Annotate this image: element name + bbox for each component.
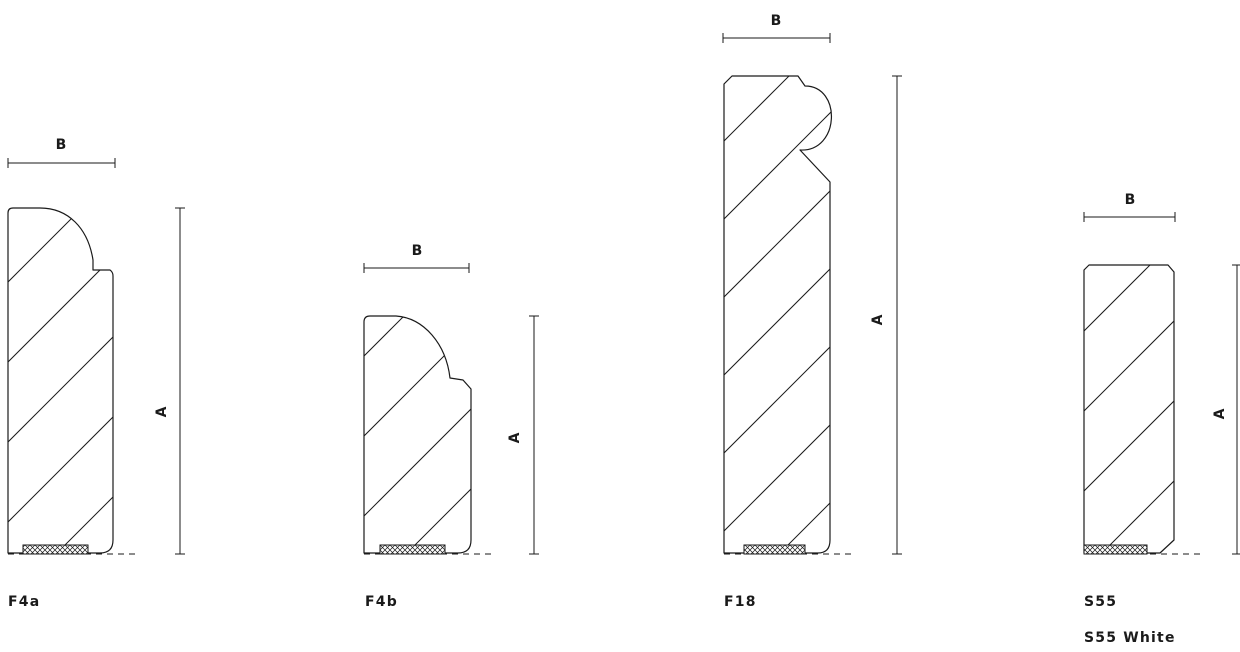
wood-hatching xyxy=(1084,265,1174,553)
profile-f4a: B A xyxy=(7,137,185,555)
profile-f18: B A xyxy=(722,13,902,555)
width-label: B xyxy=(56,137,67,153)
base-pad xyxy=(743,544,806,555)
base-pad xyxy=(1083,544,1148,555)
height-label: A xyxy=(154,406,170,417)
base-pad xyxy=(379,544,446,555)
wood-hatching xyxy=(724,76,832,553)
width-label: B xyxy=(771,13,782,29)
profile-name-s55: S55 xyxy=(1084,594,1118,610)
wood-hatching xyxy=(8,208,113,553)
profile-outline xyxy=(723,75,832,554)
profile-outline xyxy=(1083,264,1175,554)
profile-variant-s55-white: S55 White xyxy=(1084,630,1176,646)
wood-hatching xyxy=(364,316,471,553)
profile-name-f4b: F4b xyxy=(365,594,398,610)
profile-s55: B A xyxy=(1083,192,1240,555)
profile-outline xyxy=(7,207,114,554)
height-label: A xyxy=(507,432,523,443)
base-pad xyxy=(22,544,89,555)
height-label: A xyxy=(870,314,886,325)
profile-f4b: B A xyxy=(363,243,539,555)
profile-name-f18: F18 xyxy=(724,594,757,610)
profile-name-f4a: F4a xyxy=(8,594,41,610)
width-label: B xyxy=(1125,192,1136,208)
width-label: B xyxy=(412,243,423,259)
height-label: A xyxy=(1212,408,1228,419)
profile-outline xyxy=(363,315,472,554)
